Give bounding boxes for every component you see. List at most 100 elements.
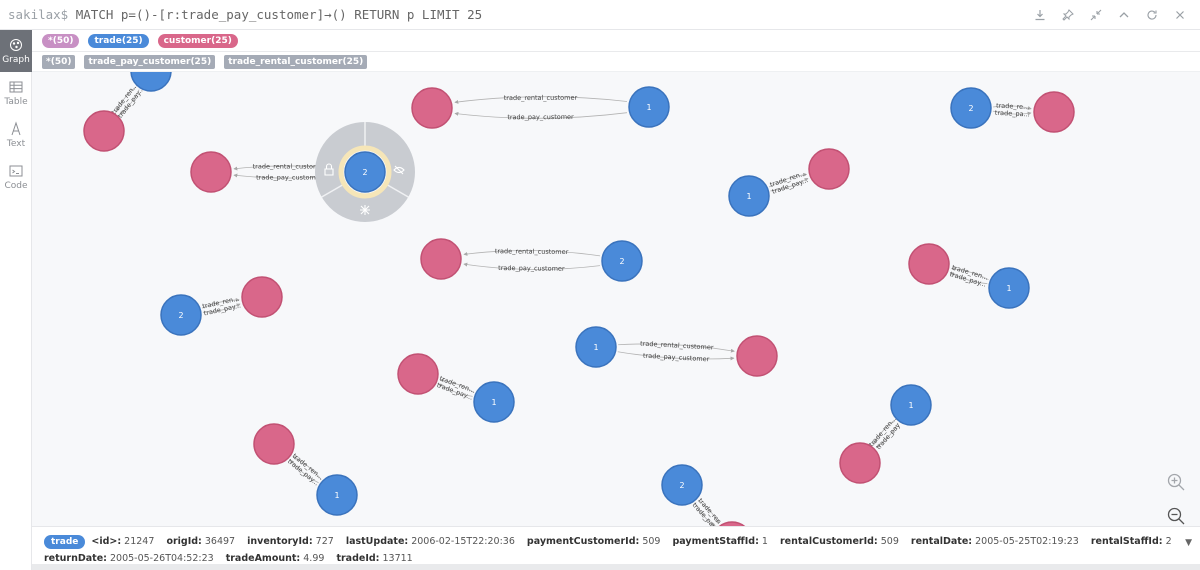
details-property: paymentStaffId: 1 [673, 536, 768, 547]
details-property-key: returnDate: [44, 553, 107, 564]
relationship-line[interactable] [992, 110, 1032, 116]
relationship-line[interactable] [454, 96, 628, 104]
relationship-line[interactable] [119, 89, 140, 115]
node-caption: 2 [679, 481, 684, 490]
customer-node[interactable] [736, 335, 778, 377]
rel-tag-trade-rental-customer[interactable]: trade_rental_customer(25) [224, 54, 368, 69]
customer-node[interactable] [420, 238, 462, 280]
relationship-line[interactable] [439, 378, 475, 393]
view-code-label: Code [4, 181, 28, 191]
graph-svg[interactable]: trade_pay..trade_ren...trade_pay_custome… [32, 72, 1200, 526]
download-icon[interactable] [1026, 0, 1054, 30]
relationship-line[interactable] [463, 262, 600, 270]
details-property-key: tradeAmount: [225, 553, 301, 564]
details-property-key: origId: [166, 536, 202, 547]
relationship-line[interactable] [694, 502, 716, 526]
customer-node[interactable] [908, 243, 950, 285]
customer-node[interactable] [411, 87, 453, 129]
customer-node[interactable] [241, 276, 283, 318]
customer-node[interactable] [83, 110, 125, 152]
relationship-line[interactable] [876, 422, 899, 448]
view-code[interactable]: Code [0, 156, 32, 198]
trade-node[interactable] [575, 326, 617, 368]
trade-node[interactable] [628, 86, 670, 128]
trade-node[interactable] [890, 384, 932, 426]
relationship-line[interactable] [454, 111, 628, 119]
details-label-badge[interactable]: trade [44, 534, 86, 549]
trade-node[interactable] [130, 72, 172, 92]
details-scrollbar[interactable] [32, 564, 1200, 570]
lock-icon[interactable] [324, 163, 334, 176]
rel-tag-trade-pay-customer[interactable]: trade_pay_customer(25) [84, 54, 216, 69]
relationship-line[interactable] [438, 383, 473, 397]
relationship-line[interactable] [290, 459, 319, 484]
close-icon[interactable] [1166, 0, 1194, 30]
label-pill-trade[interactable]: trade(25) [88, 33, 149, 48]
refresh-icon[interactable] [1138, 0, 1166, 30]
customer-node[interactable] [397, 353, 439, 395]
view-switcher: Graph Table Text Code [0, 30, 32, 570]
relationship-line[interactable] [770, 177, 809, 192]
relationship-line[interactable] [292, 456, 322, 480]
trade-node[interactable] [344, 151, 386, 193]
zoom-in-button[interactable] [1166, 472, 1192, 498]
label-pill-all[interactable]: *(50) [42, 33, 80, 48]
customer-node[interactable] [712, 521, 752, 526]
text-icon [11, 121, 21, 136]
details-property-value: 2005-05-25T02:19:23 [972, 536, 1079, 547]
view-text[interactable]: Text [0, 114, 32, 156]
expand-icon[interactable] [360, 205, 370, 215]
customer-node[interactable] [253, 423, 295, 465]
relationship-line[interactable] [949, 272, 988, 285]
label-pill-customer[interactable]: customer(25) [157, 33, 238, 48]
relationship-line[interactable] [993, 105, 1032, 110]
trade-node[interactable] [728, 175, 770, 217]
trade-node[interactable] [950, 87, 992, 129]
graph-canvas[interactable]: trade_pay..trade_ren...trade_pay_custome… [32, 72, 1200, 526]
relationship-line[interactable] [697, 499, 719, 524]
eye-slash-icon[interactable] [393, 165, 405, 175]
customer-node[interactable] [1033, 91, 1075, 133]
trade-node[interactable] [988, 267, 1030, 309]
relationship-line[interactable] [618, 343, 735, 353]
zoom-out-button[interactable] [1166, 506, 1192, 526]
trade-node[interactable] [316, 474, 358, 516]
relationship-label: trade_rental_customer [504, 94, 578, 102]
trade-node[interactable] [160, 294, 202, 336]
zoom-out-icon [1167, 507, 1185, 525]
relationship-label: trade_re... [996, 102, 1030, 112]
collapse-icon[interactable] [1082, 0, 1110, 30]
chevron-up-icon[interactable] [1110, 0, 1138, 30]
trade-node[interactable] [473, 381, 515, 423]
relationship-line[interactable] [116, 86, 137, 113]
query-editor[interactable]: sakilax$ MATCH p=()-[r:trade_pay_custome… [0, 7, 482, 22]
relationship-label: trade_pay_customer [507, 113, 574, 121]
details-toggle-icon[interactable]: ▼ [1185, 538, 1192, 548]
trade-node[interactable] [661, 464, 703, 506]
details-property: tradeId: 13711 [336, 553, 412, 564]
details-property-key: rentalCustomerId: [780, 536, 878, 547]
details-property-value: 36497 [201, 536, 236, 547]
relationship-line[interactable] [202, 303, 241, 313]
relationship-line[interactable] [873, 419, 896, 445]
pin-icon[interactable] [1054, 0, 1082, 30]
query-prompt: sakilax$ [8, 7, 69, 22]
table-icon [9, 81, 23, 93]
customer-node[interactable] [190, 151, 232, 193]
relationship-line[interactable] [768, 172, 808, 188]
relationship-line[interactable] [617, 351, 735, 361]
graph-icon [10, 39, 22, 51]
view-graph[interactable]: Graph [0, 30, 32, 72]
relationship-line[interactable] [463, 250, 601, 257]
relationship-line[interactable] [950, 266, 989, 281]
rel-tag-all[interactable]: *(50) [42, 54, 76, 69]
customer-node[interactable] [808, 148, 850, 190]
details-property-value: 1 [758, 536, 768, 547]
view-table[interactable]: Table [0, 72, 32, 114]
node-context-ring[interactable] [315, 122, 415, 222]
trade-node[interactable] [601, 240, 643, 282]
customer-node[interactable] [839, 442, 881, 484]
relationship-line[interactable] [201, 297, 240, 309]
relationship-types-bar: *(50) trade_pay_customer(25) trade_renta… [32, 52, 1200, 72]
